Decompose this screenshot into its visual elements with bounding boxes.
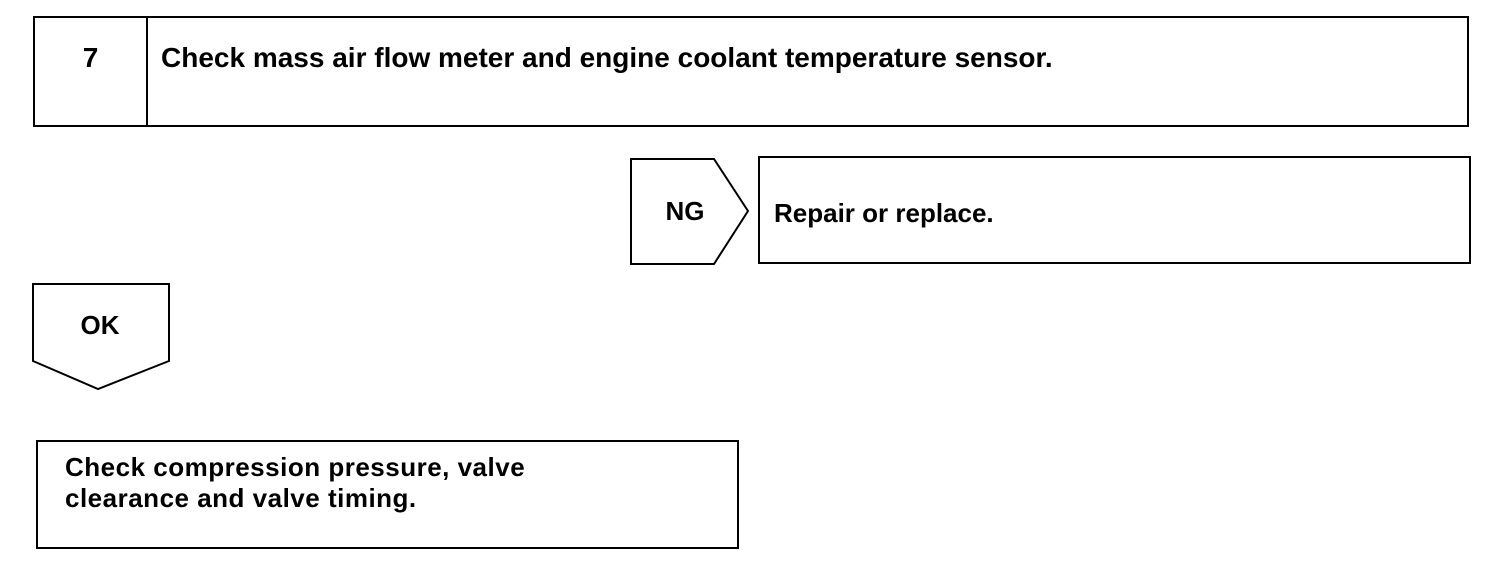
ng-arrow-icon — [630, 158, 750, 265]
next-step-line-1: Check compression pressure, valve — [65, 452, 526, 482]
step-box: 7 Check mass air flow meter and engine c… — [33, 16, 1469, 127]
repair-box: Repair or replace. — [758, 156, 1471, 264]
repair-text: Repair or replace. — [774, 198, 994, 228]
step-number: 7 — [82, 42, 99, 73]
next-step-text: Check compression pressure, valve cleara… — [65, 452, 525, 514]
next-step-box: Check compression pressure, valve cleara… — [36, 440, 739, 549]
ng-label: NG — [665, 196, 705, 226]
step-number-cell: 7 — [35, 18, 148, 125]
ok-arrow-icon — [32, 283, 170, 391]
next-step-line-2: clearance and valve timing. — [65, 483, 417, 513]
ok-label: OK — [80, 310, 120, 340]
step-title: Check mass air flow meter and engine coo… — [161, 42, 1053, 73]
